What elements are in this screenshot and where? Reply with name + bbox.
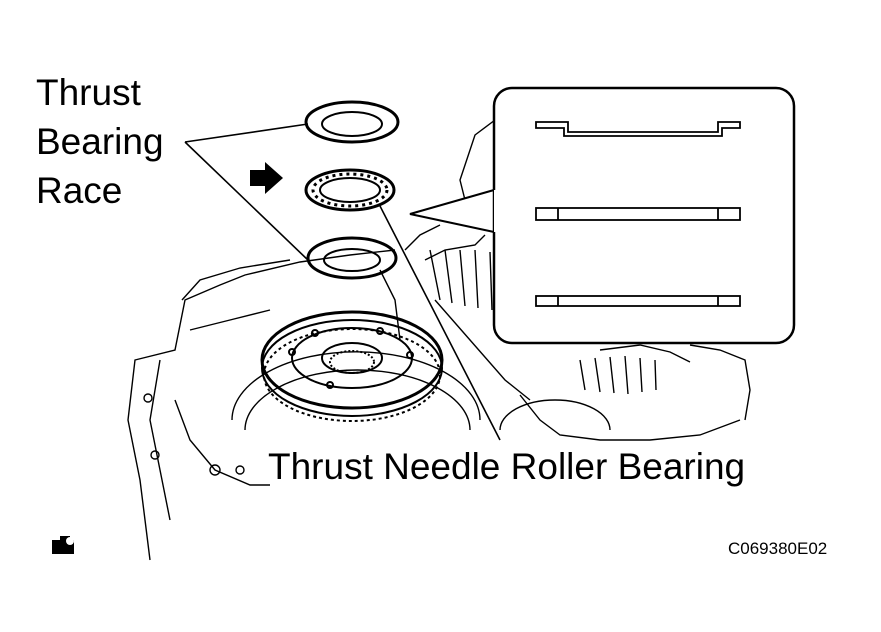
thrust-bearing-race-label: Thrust Bearing Race	[36, 68, 164, 215]
race-cross-section-lower	[535, 295, 741, 307]
race-label-line2: Bearing	[36, 121, 164, 162]
upper-thrust-bearing-race	[304, 100, 400, 144]
leader-lines	[184, 123, 501, 441]
figure-code: C069380E02	[728, 539, 828, 558]
callout-pointer	[409, 188, 495, 234]
needle-roller-bearing-label: Thrust Needle Roller Bearing	[268, 446, 746, 487]
cross-section-callout	[492, 86, 796, 345]
differential-gear	[260, 310, 444, 422]
needle-bearing-cross-section	[535, 207, 741, 221]
race-cross-section	[535, 121, 741, 137]
race-label-line1: Thrust	[36, 72, 141, 113]
race-label-line3: Race	[36, 170, 123, 211]
thrust-needle-roller-bearing	[304, 168, 396, 212]
right-arrow-icon	[250, 162, 283, 194]
lower-thrust-bearing-race	[306, 236, 398, 280]
manual-symbol-icon	[52, 536, 74, 554]
transaxle-housing	[127, 119, 751, 561]
